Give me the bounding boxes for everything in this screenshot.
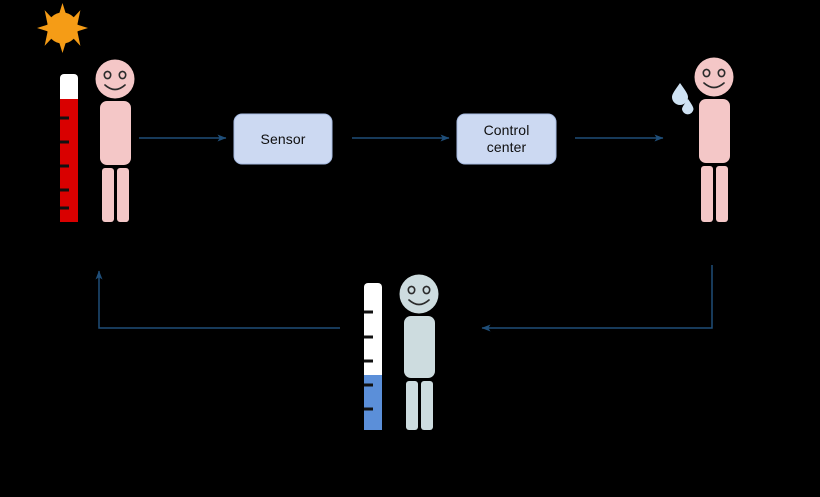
node-sensor-label: Sensor bbox=[260, 130, 306, 147]
person-sweating-face bbox=[702, 68, 726, 89]
arrow-effector-to-response bbox=[481, 265, 713, 332]
thermometer-hot-ticks bbox=[60, 116, 69, 210]
node-sensor[interactable]: Sensor bbox=[234, 114, 332, 164]
thermometer-cool bbox=[364, 283, 382, 430]
sun-icon bbox=[37, 3, 88, 53]
thermometer-cool-ticks bbox=[364, 310, 373, 411]
person-hot-face bbox=[103, 70, 127, 91]
arrow-response-feedback-to-stimulus bbox=[95, 270, 340, 329]
person-hot bbox=[95, 59, 135, 222]
sweat-drop-icon bbox=[672, 83, 694, 115]
node-shapes bbox=[233, 113, 557, 165]
person-cool bbox=[399, 274, 439, 430]
person-cool-face bbox=[407, 285, 431, 306]
person-sweating bbox=[672, 57, 734, 222]
node-control-center[interactable]: Control center bbox=[457, 114, 556, 164]
thermometer-hot bbox=[60, 74, 78, 222]
node-control-center-label: Control center bbox=[483, 122, 530, 155]
